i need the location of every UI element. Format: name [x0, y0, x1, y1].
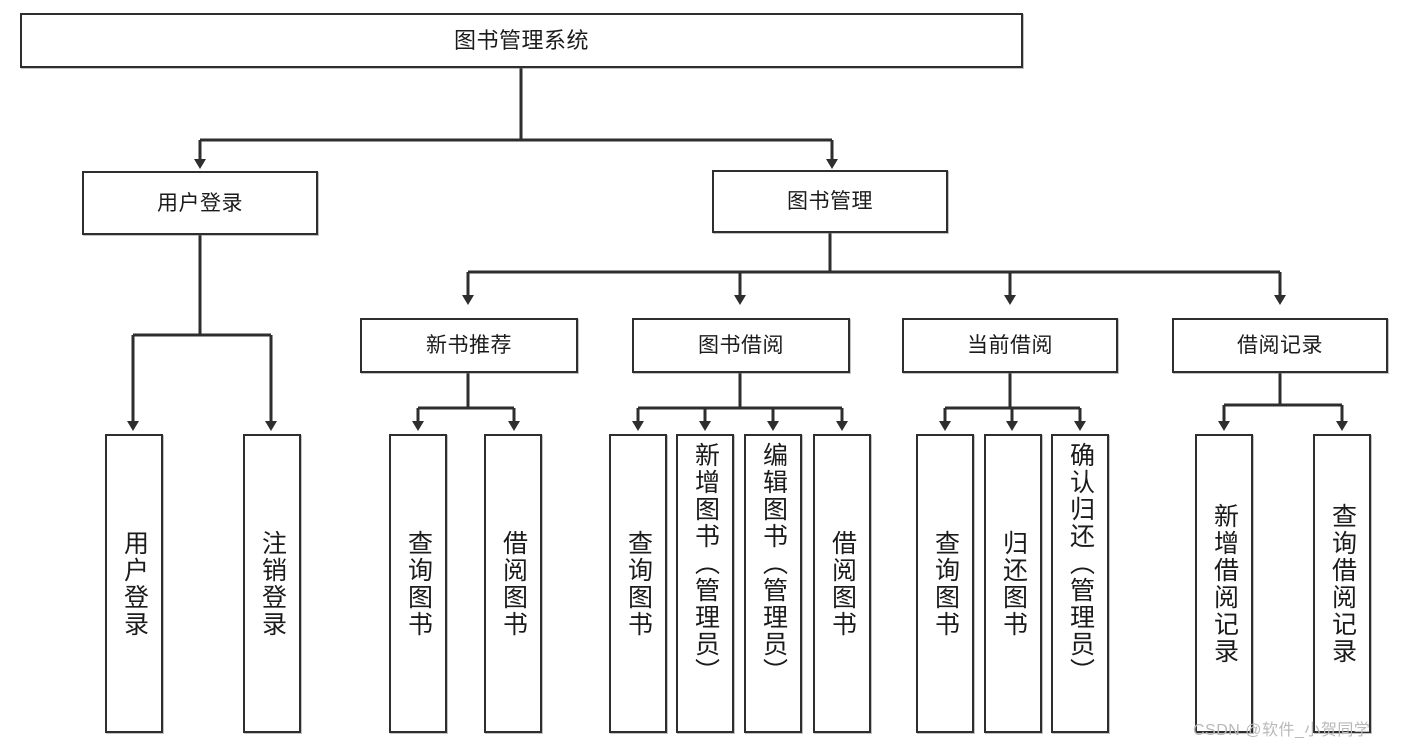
- leaf-borrow-edit-book-admin[interactable]: 编辑图书（管理员）: [744, 434, 802, 733]
- node-label: 查询借阅记录: [1328, 502, 1357, 665]
- leaf-borrow-query-book[interactable]: 查询图书: [609, 434, 667, 733]
- node-label: 注销登录: [258, 529, 287, 638]
- csdn-watermark: CSDN @软件_小贺同学: [1193, 722, 1371, 739]
- node-book-borrow[interactable]: 图书借阅: [632, 318, 850, 373]
- node-current-borrow[interactable]: 当前借阅: [902, 318, 1118, 373]
- node-label: 借阅记录: [1237, 334, 1323, 357]
- node-label: 编辑图书（管理员）: [759, 442, 788, 685]
- node-new-book-recommend[interactable]: 新书推荐: [360, 318, 578, 373]
- node-label: 借阅图书: [499, 529, 528, 638]
- node-label: 借阅图书: [828, 529, 857, 638]
- leaf-records-query-record[interactable]: 查询借阅记录: [1313, 434, 1371, 733]
- leaf-user-login-signin[interactable]: 用户登录: [105, 434, 163, 733]
- node-label: 查询图书: [624, 529, 653, 638]
- node-label: 当前借阅: [967, 334, 1053, 357]
- node-label: 图书借阅: [698, 334, 784, 357]
- leaf-recommend-borrow-book[interactable]: 借阅图书: [484, 434, 542, 733]
- node-book-management[interactable]: 图书管理: [712, 170, 948, 233]
- node-label: 归还图书: [999, 529, 1028, 638]
- leaf-user-login-logout[interactable]: 注销登录: [243, 434, 301, 733]
- leaf-current-confirm-return-admin[interactable]: 确认归还（管理员）: [1051, 434, 1109, 733]
- node-root-system[interactable]: 图书管理系统: [20, 13, 1023, 68]
- leaf-recommend-query-book[interactable]: 查询图书: [389, 434, 447, 733]
- leaf-current-query-book[interactable]: 查询图书: [916, 434, 974, 733]
- leaf-borrow-add-book-admin[interactable]: 新增图书（管理员）: [676, 434, 734, 733]
- node-label: 确认归还（管理员）: [1066, 442, 1095, 685]
- leaf-current-return-book[interactable]: 归还图书: [984, 434, 1042, 733]
- node-label: 图书管理系统: [453, 27, 589, 53]
- leaf-borrow-borrow-book[interactable]: 借阅图书: [813, 434, 871, 733]
- node-label: 查询图书: [404, 529, 433, 638]
- node-label: 新增图书（管理员）: [691, 442, 720, 685]
- node-label: 用户登录: [157, 191, 243, 215]
- node-user-login[interactable]: 用户登录: [82, 171, 318, 235]
- node-label: 用户登录: [120, 529, 149, 638]
- node-label: 图书管理: [787, 190, 873, 213]
- node-borrow-records[interactable]: 借阅记录: [1172, 318, 1388, 373]
- node-label: 新书推荐: [426, 334, 512, 357]
- leaf-records-add-record[interactable]: 新增借阅记录: [1195, 434, 1253, 733]
- node-label: 新增借阅记录: [1210, 502, 1239, 665]
- node-label: 查询图书: [931, 529, 960, 638]
